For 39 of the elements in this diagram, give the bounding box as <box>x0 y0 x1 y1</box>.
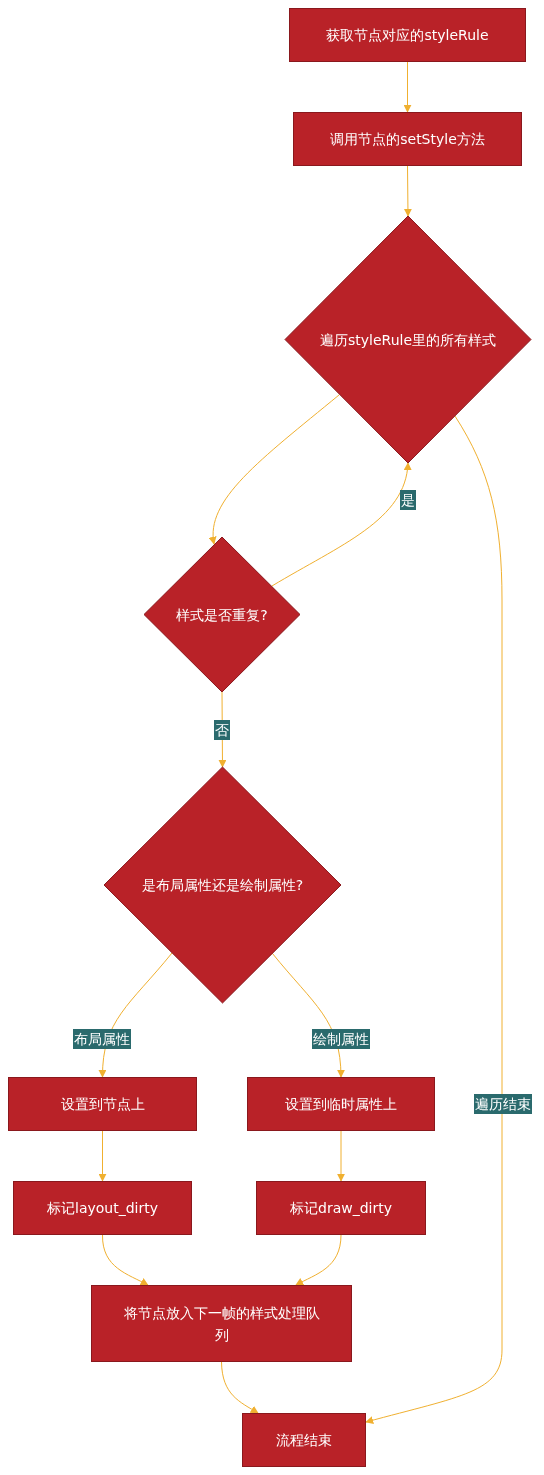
process-box <box>289 8 526 62</box>
arrow <box>365 415 503 1425</box>
process-box <box>91 1285 352 1362</box>
arrow <box>271 952 345 1078</box>
arrow <box>221 1361 259 1414</box>
node-text: 设置到节点上 <box>60 1095 145 1114</box>
process-box <box>247 1077 435 1131</box>
arrow <box>337 1130 345 1182</box>
node-text: 获取节点对应的styleRule <box>326 26 489 45</box>
decision-diamond <box>144 537 300 692</box>
node-text: 将节点放入下一帧的样式处理队列 <box>122 1303 321 1345</box>
edge-label: 否 <box>214 720 230 740</box>
edge-label: 绘制属性 <box>312 1029 370 1049</box>
edge-label: 是 <box>400 490 416 510</box>
node-text: 是布局属性还是绘制属性? <box>141 876 304 895</box>
arrow <box>98 1130 107 1182</box>
arrow <box>403 165 412 217</box>
node-text: 标记layout_dirty <box>47 1199 158 1218</box>
decision-diamond <box>285 216 531 463</box>
decision-diamond <box>104 767 341 1003</box>
node-text: 遍历styleRule里的所有样式 <box>319 330 496 350</box>
process-box <box>242 1413 366 1467</box>
edge-label: 遍历结束 <box>474 1094 532 1114</box>
process-box <box>293 112 522 166</box>
arrow <box>271 462 411 587</box>
node-text: 调用节点的setStyle方法 <box>330 130 485 149</box>
node-text: 流程结束 <box>276 1431 332 1450</box>
process-box <box>8 1077 197 1131</box>
process-box <box>13 1181 192 1235</box>
arrow <box>209 394 340 545</box>
process-box <box>256 1181 426 1235</box>
arrow <box>295 1234 342 1286</box>
node-text: 样式是否重复? <box>176 605 268 625</box>
node-text: 标记draw_dirty <box>290 1199 392 1218</box>
node-text: 设置到临时属性上 <box>285 1095 397 1114</box>
arrow <box>102 1234 149 1286</box>
arrow <box>403 61 412 113</box>
edge-label: 布局属性 <box>73 1029 131 1049</box>
arrow <box>98 952 173 1078</box>
